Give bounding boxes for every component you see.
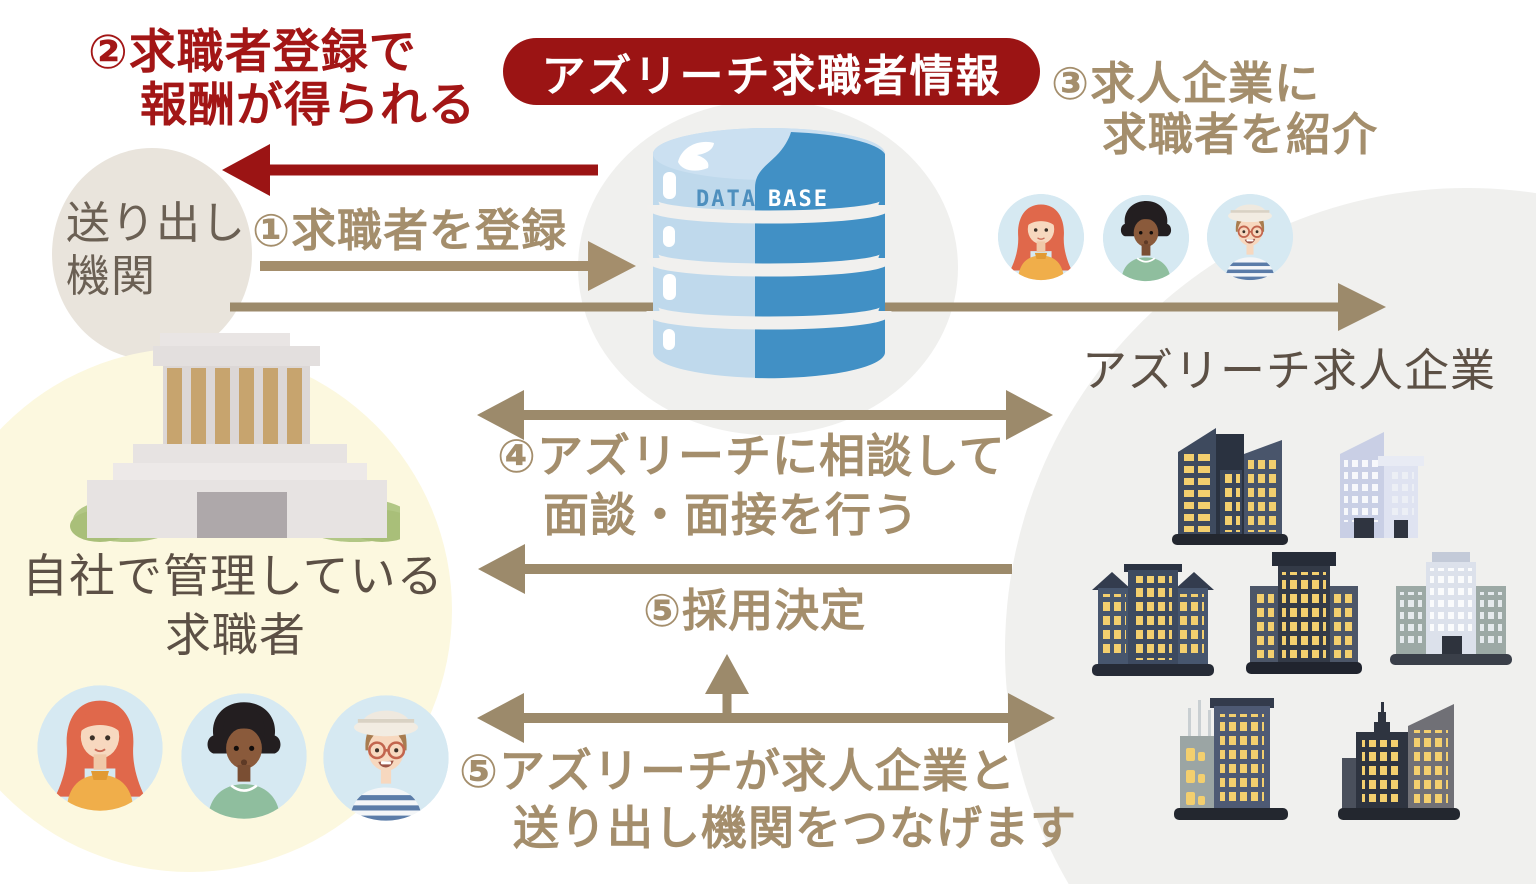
- office-building-icon: [1390, 552, 1512, 665]
- office-building-icon: [1172, 428, 1288, 545]
- sending-org-label-line2: 機関: [66, 252, 156, 301]
- office-building-icon: [1338, 702, 1460, 820]
- managed-jobseekers-label-line1: 自社で管理している: [22, 550, 444, 602]
- step4-label-line2: 面談・面接を行う: [543, 489, 919, 541]
- title-badge: アズリーチ求職者情報: [503, 38, 1040, 105]
- arrow-consult-double: [477, 390, 1053, 440]
- sending-org-circle: [52, 148, 252, 360]
- sending-org-label-line1: 送り出し: [66, 199, 246, 248]
- database-icon: DATA BASE: [646, 128, 892, 379]
- database-label-data: DATA: [696, 187, 757, 212]
- database-label-base: BASE: [768, 187, 829, 212]
- office-building-icon: [1340, 432, 1424, 538]
- jobseeker-avatar-man-afro-icon: [1102, 194, 1190, 282]
- office-building-icon: [1246, 552, 1362, 674]
- office-building-icon: [1174, 698, 1288, 820]
- jobseeker-avatar-man-hat-icon: [323, 695, 449, 821]
- step6-label-line2: 送り出し機関をつなげます: [513, 802, 1077, 854]
- step3-label-line1: ③求人企業に: [1051, 58, 1321, 109]
- jobseeker-avatar-man-afro-icon: [181, 693, 307, 819]
- office-building-icon: [1092, 564, 1214, 676]
- arrow-register: [260, 241, 636, 291]
- jobseeker-avatar-woman-icon: [997, 193, 1085, 281]
- step4-label-line1: ④アズリーチに相談して: [497, 430, 1006, 482]
- step3-label-line2: 求職者を紹介: [1102, 109, 1379, 160]
- step2-label-line1: ②求職者登録で: [88, 25, 417, 78]
- arrow-connect-double: [477, 654, 1055, 743]
- hiring-companies-label: アズリーチ求人企業: [1082, 345, 1497, 396]
- step1-label: ①求職者を登録: [252, 205, 568, 256]
- step5-label: ⑤採用決定: [643, 585, 867, 636]
- jobseeker-avatar-man-hat-icon: [1206, 193, 1294, 281]
- managed-jobseekers-label-line2: 求職者: [165, 609, 306, 661]
- government-building-icon: [70, 333, 400, 542]
- arrow-hire-decision: [478, 544, 1012, 594]
- title-badge-label: アズリーチ求職者情報: [541, 51, 1002, 101]
- jobseeker-avatar-woman-icon: [37, 685, 163, 811]
- step2-label-line2: 報酬が得られる: [140, 78, 476, 131]
- step6-label-line1: ⑤アズリーチが求人企業と: [459, 745, 1016, 797]
- arrow-reward: [222, 144, 598, 196]
